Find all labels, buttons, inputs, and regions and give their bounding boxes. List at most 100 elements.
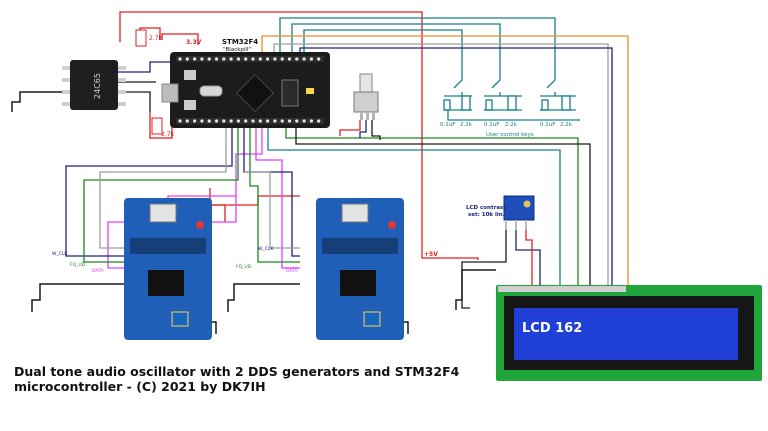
key2-res-label: 2.2k bbox=[505, 122, 518, 128]
dds-right-chip bbox=[340, 270, 376, 296]
wire-red-5v bbox=[421, 250, 479, 260]
wire-blue-lcd bbox=[299, 47, 613, 285]
caption-line1: Dual tone audio oscillator with 2 DDS ge… bbox=[14, 364, 460, 379]
wire-red-3v3 bbox=[161, 33, 199, 45]
resistor-bottom: 2.7k bbox=[151, 117, 175, 138]
wire-trim-2 bbox=[525, 228, 533, 285]
wire-pot-2 bbox=[371, 120, 381, 140]
header-pin bbox=[280, 119, 284, 123]
header-pin bbox=[236, 119, 240, 123]
header-pin bbox=[193, 57, 197, 61]
dds-left-chip bbox=[148, 270, 184, 296]
wire-teal-2 bbox=[291, 23, 501, 70]
user-keys bbox=[443, 70, 576, 111]
encoder-body bbox=[353, 91, 379, 113]
wire-trim-3 bbox=[461, 228, 507, 309]
mcu-led bbox=[306, 88, 314, 94]
mcu-board: STM32F4 "Blackpill" 3.3V bbox=[161, 38, 330, 128]
header-pin bbox=[266, 57, 270, 61]
header-pin bbox=[251, 119, 255, 123]
key1-cap-label: 0.1uF bbox=[440, 122, 455, 128]
dds-board-right bbox=[316, 198, 404, 340]
header-pin bbox=[280, 57, 284, 61]
header-pin bbox=[302, 119, 306, 123]
key-labels: 0.1uF 2.2k 0.1uF 2.2k 0.1uF 2.2k User co… bbox=[440, 122, 573, 138]
dds-right-led bbox=[388, 221, 396, 229]
dds-right-pcb bbox=[316, 198, 404, 340]
caption-line2: microcontroller - (C) 2021 by DK7IH bbox=[14, 379, 266, 394]
lcd-screen bbox=[514, 308, 738, 360]
eeprom-label: 24C65 bbox=[93, 73, 102, 99]
wire-ee-3 bbox=[118, 91, 151, 112]
lcd-label: LCD 162 bbox=[522, 321, 582, 336]
ground-dds-right bbox=[227, 283, 300, 312]
wire-green-lcd bbox=[285, 128, 579, 285]
ground-eeprom bbox=[11, 91, 62, 112]
usb-connector bbox=[161, 83, 179, 103]
header-pin bbox=[178, 57, 182, 61]
resistor-top-label: 2.7k bbox=[149, 35, 163, 42]
header-pin bbox=[295, 57, 299, 61]
dds-left-header bbox=[130, 238, 206, 254]
wires bbox=[65, 11, 629, 309]
trimmer-screw bbox=[523, 200, 531, 208]
header-pin bbox=[207, 119, 211, 123]
lcd-pin-header bbox=[498, 286, 626, 292]
mcu-chip bbox=[235, 73, 275, 113]
dds-left-pcb bbox=[124, 198, 212, 340]
keys-label: User control keys bbox=[486, 132, 534, 138]
header-pin bbox=[273, 119, 277, 123]
dds-right-header bbox=[322, 238, 398, 254]
wire-gray-1 bbox=[99, 128, 227, 249]
label-5v: +5V bbox=[424, 251, 438, 258]
lcd-contrast-line2: set: 10k lin. bbox=[468, 212, 505, 218]
lcd-contrast-trimmer: LCD contrast set: 10k lin. bbox=[466, 195, 535, 230]
header-pin bbox=[185, 57, 189, 61]
wire-black-lcd bbox=[295, 128, 591, 285]
header-pin bbox=[200, 119, 204, 123]
wire-red-top bbox=[119, 11, 423, 250]
key1-res-label: 2.2k bbox=[460, 122, 473, 128]
dds-right-label-data: DATA bbox=[286, 268, 299, 274]
dds-right-label-fqud: FQ_UD bbox=[236, 264, 252, 270]
wire-trim-1 bbox=[515, 228, 541, 285]
wire-gray-2 bbox=[244, 171, 300, 249]
dds-left-label-wclk: W_CLK bbox=[52, 251, 68, 257]
key-1 bbox=[443, 70, 472, 111]
dds-right-trimmer bbox=[363, 311, 381, 327]
encoder-shaft bbox=[359, 73, 373, 95]
dds-right-oscillator bbox=[341, 203, 369, 223]
key2-cap-label: 0.1uF bbox=[484, 122, 499, 128]
header-pin bbox=[287, 119, 292, 123]
header-pin bbox=[309, 57, 313, 61]
dds-board-left bbox=[124, 198, 212, 340]
resistor-top: 2.7k bbox=[135, 29, 163, 47]
mcu-button-2 bbox=[184, 100, 196, 110]
header-pin bbox=[258, 119, 262, 123]
eeprom-body bbox=[70, 60, 118, 110]
wire-teal-lcd bbox=[267, 128, 561, 285]
header-pin bbox=[295, 119, 299, 123]
header-pin bbox=[200, 57, 204, 61]
mcu-label-line2: "Blackpill" bbox=[223, 47, 251, 53]
header-pin bbox=[309, 119, 313, 123]
mcu-button-1 bbox=[184, 70, 196, 80]
eeprom-chip: 24C65 bbox=[62, 60, 126, 110]
header-pin bbox=[251, 57, 255, 61]
rotary-encoder bbox=[353, 73, 379, 120]
dds-left-label-fqud: FQ_UD bbox=[70, 262, 86, 268]
trimmer-body bbox=[503, 195, 535, 221]
header-pin bbox=[258, 57, 262, 61]
key-3 bbox=[540, 70, 576, 111]
header-pin bbox=[317, 119, 321, 123]
wire-green-1 bbox=[83, 128, 239, 263]
header-pin bbox=[185, 119, 189, 123]
wire-pot-1 bbox=[359, 120, 367, 138]
header-pin bbox=[222, 119, 226, 123]
header-pin bbox=[222, 57, 226, 61]
key3-cap-label: 0.1uF bbox=[540, 122, 555, 128]
wire-teal-3 bbox=[303, 29, 463, 70]
dds-left-label-data: DATA bbox=[92, 268, 105, 274]
dds-left-led bbox=[196, 221, 204, 229]
diagram-caption: Dual tone audio oscillator with 2 DDS ge… bbox=[14, 364, 459, 394]
